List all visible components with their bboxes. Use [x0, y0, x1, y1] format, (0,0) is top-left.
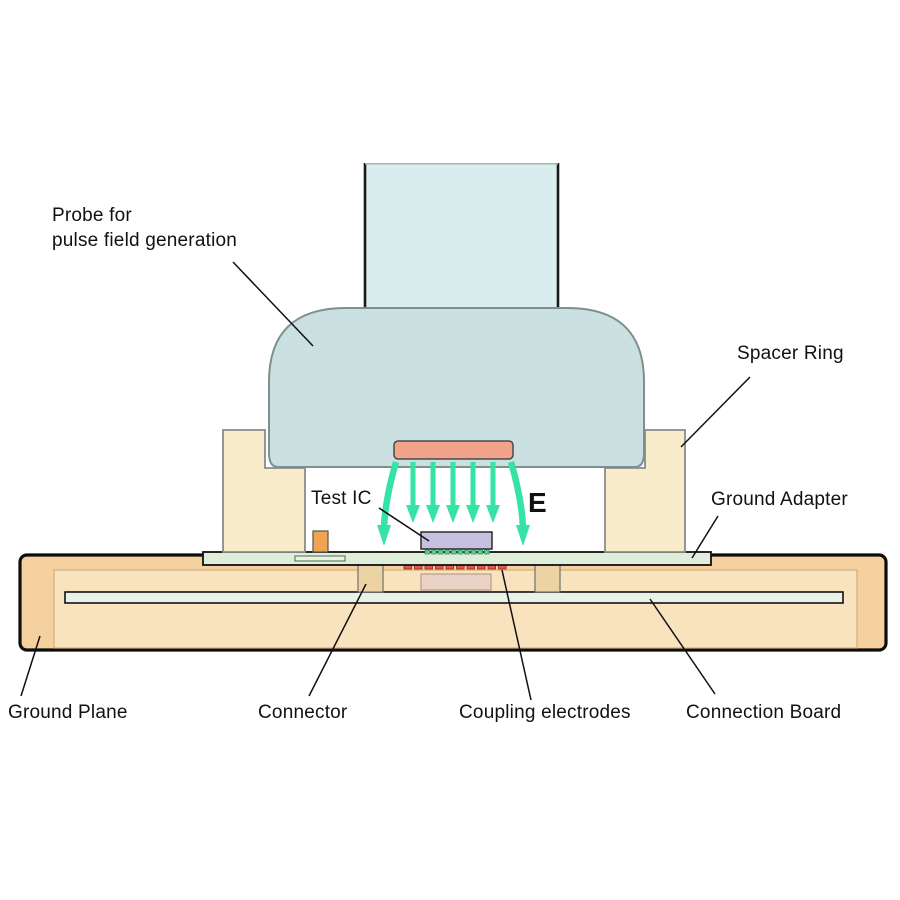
pulse-electrode-plate — [393, 440, 514, 460]
field-arrow-stems — [380, 461, 527, 528]
ground-adapter-board — [202, 551, 712, 566]
connection-board-bar — [64, 591, 844, 604]
spacer-ring-right — [604, 429, 686, 553]
test-ic — [420, 531, 493, 550]
e-field-label: E — [528, 487, 547, 518]
probe-label-line2: pulse field generation — [52, 230, 238, 251]
probe-label: Probe for pulse field generation — [52, 203, 237, 253]
pointer-spacer-ring — [680, 376, 751, 448]
pointer-lines — [20, 261, 751, 701]
connector-block-right — [534, 563, 561, 593]
connection-board-label: Connection Board — [686, 702, 842, 723]
test-ic-label: Test IC — [311, 488, 372, 509]
adapter-board-slot — [294, 555, 346, 562]
pointer-probe — [232, 261, 314, 347]
field-arrow-heads — [377, 505, 530, 546]
probe-head — [268, 307, 645, 468]
probe-label-line1: Probe for — [52, 205, 132, 226]
spacer-ring-label: Spacer Ring — [737, 343, 844, 364]
probe-shaft — [365, 163, 558, 310]
pointer-ground-adapter — [691, 515, 719, 559]
ground-plane-label: Ground Plane — [8, 702, 128, 723]
orange-connector — [312, 530, 329, 553]
ground-adapter-label: Ground Adapter — [711, 489, 848, 510]
pointer-ground-plane — [20, 635, 41, 697]
connector-block-left — [357, 563, 384, 593]
test-ic-pads — [424, 549, 490, 555]
pointer-connector — [308, 583, 367, 697]
pointer-coupling — [501, 569, 532, 701]
pointer-connection-board — [649, 598, 716, 695]
ic-socket — [420, 573, 492, 591]
coupling-electrodes-label: Coupling electrodes — [459, 702, 631, 723]
connector-label: Connector — [258, 702, 348, 723]
pointer-test-ic — [378, 507, 430, 542]
